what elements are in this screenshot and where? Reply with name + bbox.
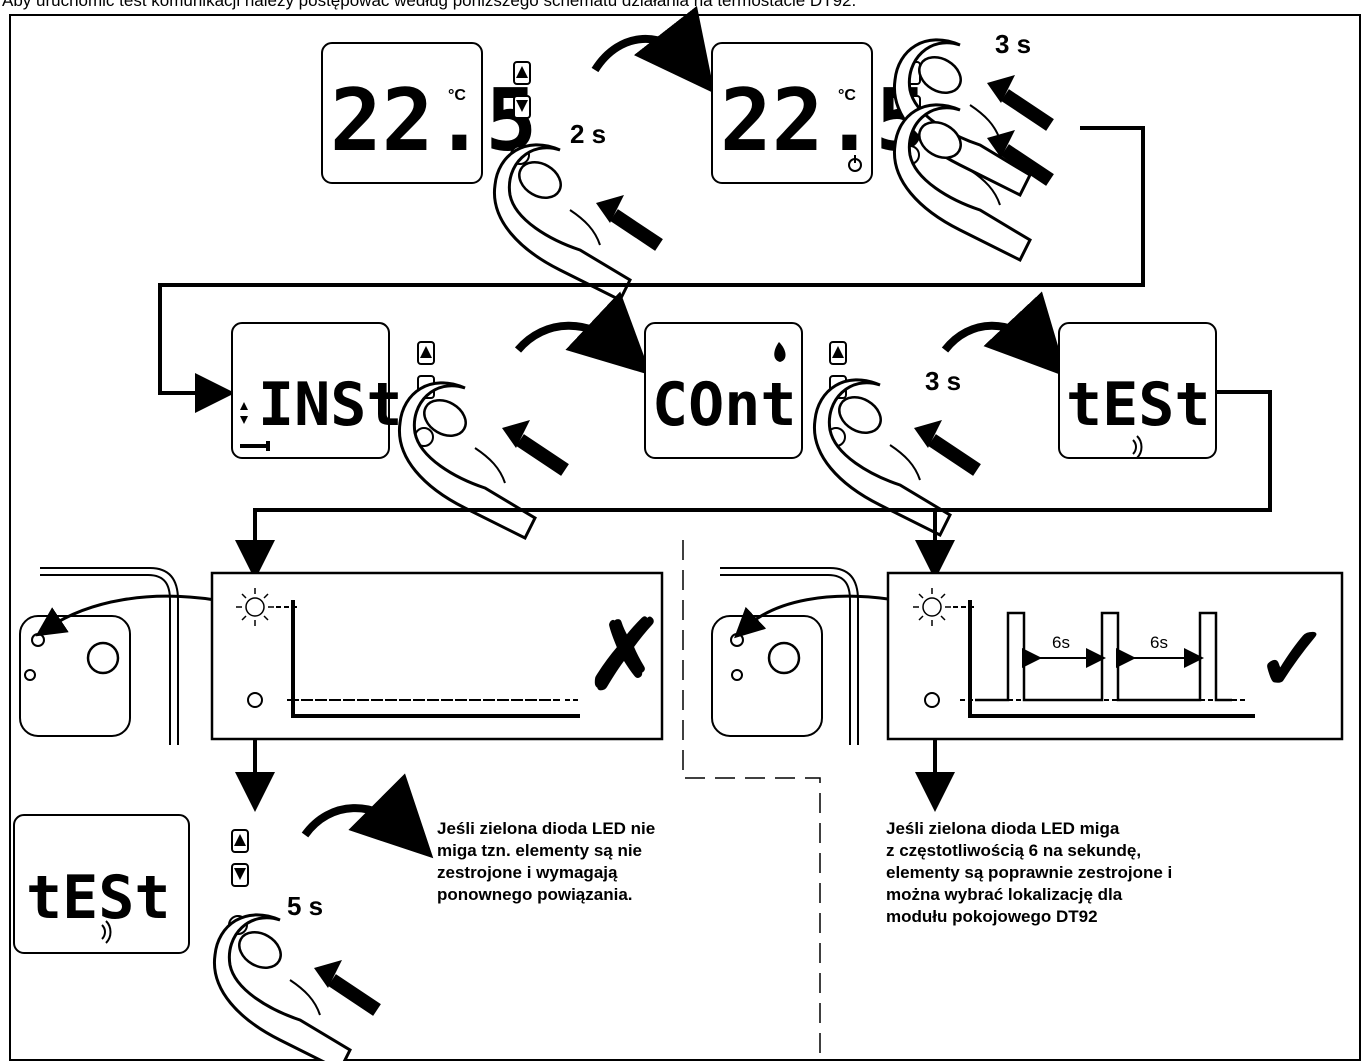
wrench-icon (240, 441, 270, 451)
success-note: Jeśli zielona dioda LED miga z częstotli… (886, 818, 1172, 928)
display-inst-value: INSt (258, 370, 403, 440)
press-arrow-icon (596, 195, 659, 245)
display-step1-value: 22.5 (330, 71, 537, 171)
display-step1: 22.5 °C (321, 42, 537, 184)
press-arrow-icon (502, 420, 565, 470)
led-off-icon (247, 692, 263, 708)
fail-note-line: miga tzn. elementy są nie (437, 841, 643, 860)
press-arrow-icon (314, 960, 377, 1010)
display-step1-unit: °C (448, 87, 466, 104)
pulse-interval-label: 6s (1052, 633, 1070, 652)
led-pointer-arrow (734, 594, 896, 639)
fail-note-line: ponownego powiązania. (437, 885, 633, 904)
curved-arrow-icon (591, 5, 715, 94)
signal-icon (1132, 435, 1143, 459)
led-off-icon (924, 692, 940, 708)
success-note-line: modułu pokojowego DT92 (886, 907, 1098, 926)
caption: Aby uruchomić test komunikacji należy po… (2, 0, 857, 10)
success-mark-icon: ✓ (1255, 610, 1330, 710)
display-test-value: tESt (1066, 370, 1211, 440)
led-pointer-arrow (35, 594, 216, 637)
press-arrow-icon (914, 420, 977, 470)
sun-icon (236, 588, 274, 626)
led-graph-fail: ✗ (210, 571, 665, 741)
led-icon (31, 633, 45, 647)
curved-arrow-icon (514, 291, 652, 376)
flame-icon (774, 342, 786, 362)
pulse-interval-label: 6s (1150, 633, 1168, 652)
receiver-device-left (19, 567, 179, 745)
led-icon (730, 633, 744, 647)
display-cont-value: COnt (652, 370, 797, 440)
timing-step4: 3 s (925, 366, 961, 396)
pulse-waveform (975, 611, 1232, 702)
success-note-line: Jeśli zielona dioda LED miga (886, 819, 1120, 838)
press-arrow-icon (987, 75, 1050, 125)
display-inst: INSt (231, 322, 403, 459)
finger-icon (397, 381, 537, 540)
success-note-line: elementy są poprawnie zestrojone i (886, 863, 1173, 882)
finger-icon (212, 913, 352, 1061)
timing-retry: 5 s (287, 891, 323, 921)
display-cont: COnt (644, 322, 803, 459)
display-test-retry: tESt (13, 814, 190, 954)
sun-icon (913, 588, 951, 626)
display-test-retry-value: tESt (26, 863, 171, 933)
display-step2-value: 22.5 (720, 71, 927, 171)
receiver-device-right (711, 567, 859, 745)
success-note-line: z częstotliwością 6 na sekundę, (886, 841, 1142, 860)
curved-arrow-icon (301, 773, 434, 859)
display-step2: 22.5 °C (711, 42, 927, 184)
fail-note: Jeśli zielona dioda LED nie miga tzn. el… (437, 818, 655, 906)
flow-connector (235, 390, 1272, 580)
display-test: tESt (1058, 322, 1217, 459)
branch-separator (682, 540, 821, 1058)
timing-step2: 3 s (995, 29, 1031, 59)
curved-arrow-icon (941, 291, 1068, 378)
flow-connector (158, 126, 1145, 413)
led-graph-success: 6s 6s ✓ (886, 571, 1344, 741)
display-step2-unit: °C (838, 87, 856, 104)
signal-icon (101, 920, 112, 944)
timing-step1: 2 s (570, 119, 606, 149)
fail-note-line: zestrojone i wymagają (437, 863, 618, 882)
fail-note-line: Jeśli zielona dioda LED nie (437, 819, 656, 838)
fail-mark-icon: ✗ (585, 602, 665, 709)
success-note-line: można wybrać lokalizację dla (886, 885, 1123, 904)
